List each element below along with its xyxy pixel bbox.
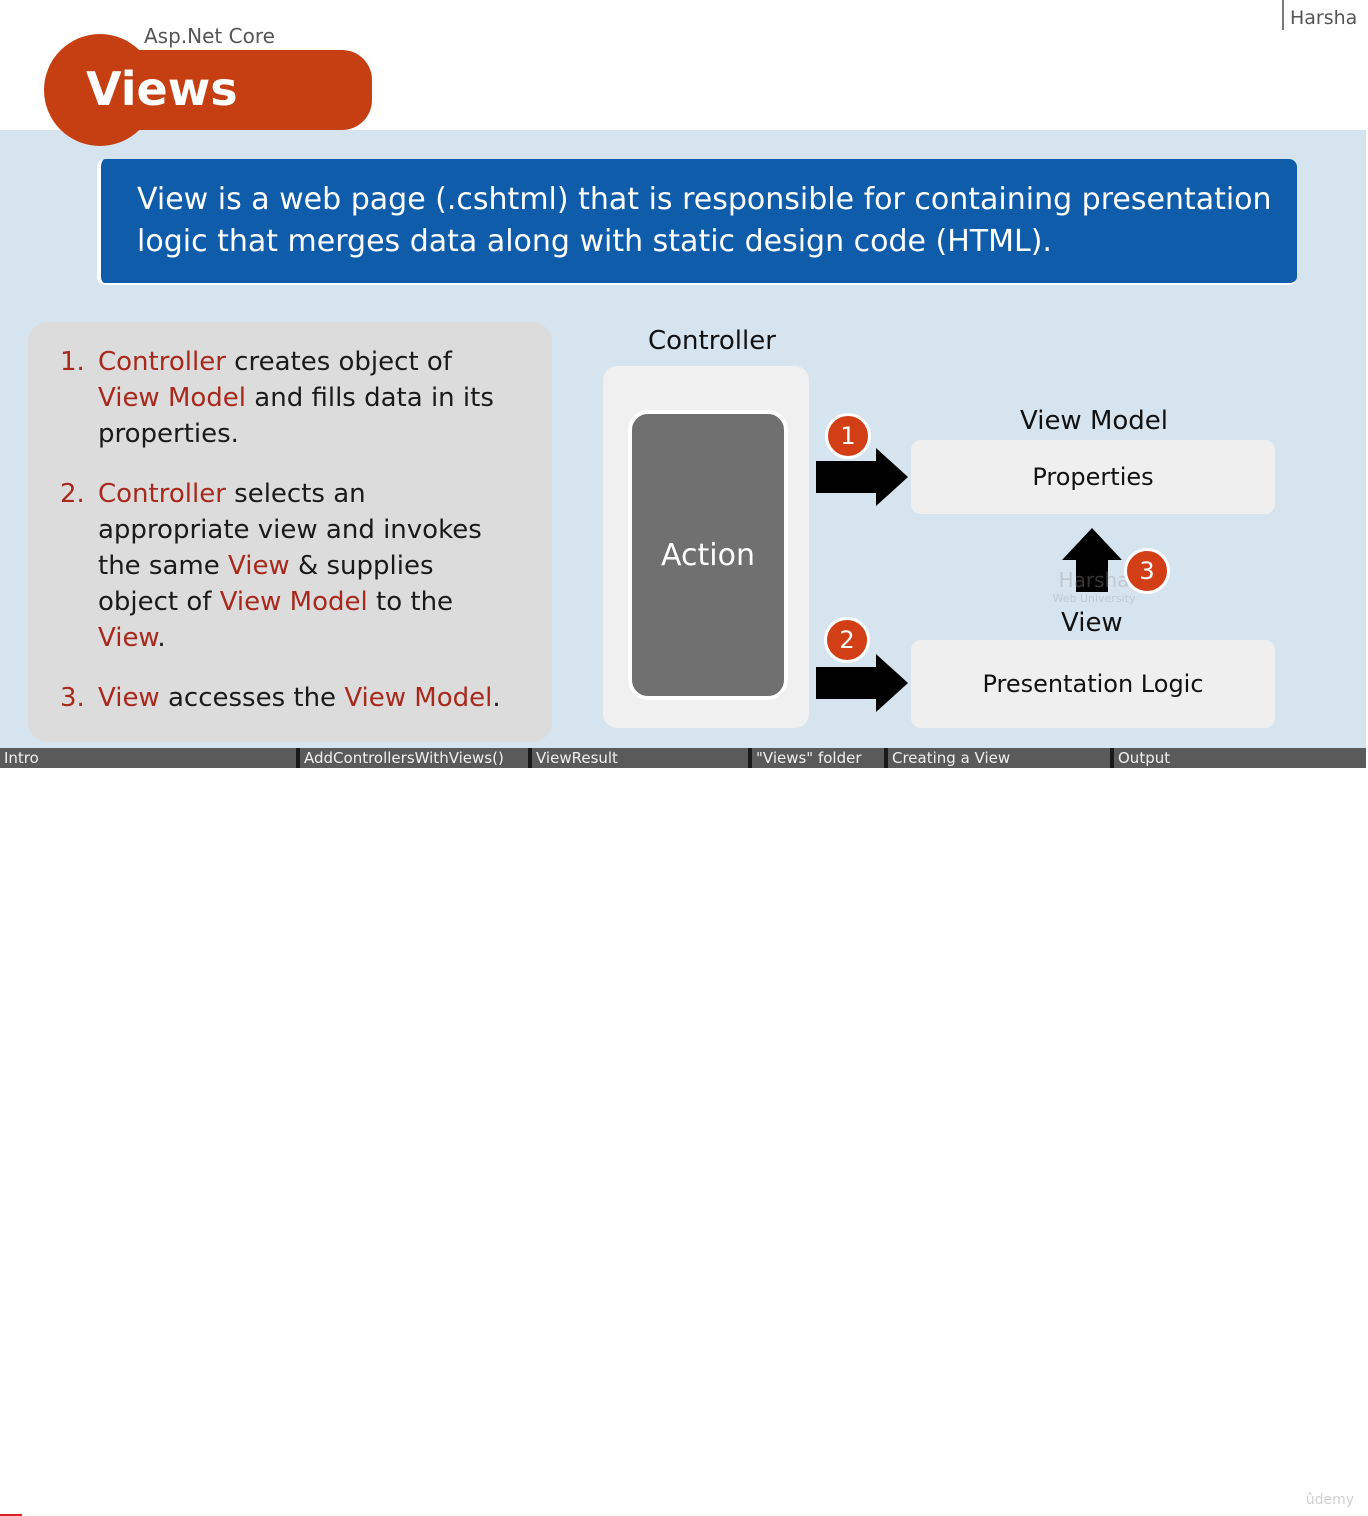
- step-number: 2.: [60, 479, 85, 509]
- controller-label: Controller: [648, 326, 776, 356]
- highlighted-term: Controller: [98, 479, 226, 509]
- definition-box: View is a web page (.cshtml) that is res…: [97, 159, 1297, 285]
- step-text: Controller selects an appropriate view a…: [98, 476, 518, 656]
- step-text: View accesses the View Model.: [98, 680, 518, 716]
- step-text-part: selects an appropriate view and invokes …: [98, 479, 482, 581]
- chapter-viewresult[interactable]: ViewResult: [528, 748, 748, 768]
- highlighted-term: View Model: [98, 383, 247, 413]
- arrow-up-icon: [1062, 528, 1122, 592]
- udemy-logo: ûdemy: [1305, 1492, 1354, 1508]
- chapter-creating-view[interactable]: Creating a View: [884, 748, 1110, 768]
- step-text: Controller creates object of View Model …: [98, 344, 518, 452]
- chapter-bar: Intro AddControllersWithViews() ViewResu…: [0, 748, 1366, 1516]
- arrow-right-icon: [816, 448, 908, 506]
- watermark-subtext: Web University: [1052, 592, 1136, 605]
- highlighted-term: View: [98, 683, 160, 713]
- title-pill-circle: [44, 34, 156, 146]
- presentation-logic-box: Presentation Logic: [911, 640, 1275, 728]
- step-text-part: and fills data in its properties.: [98, 383, 494, 449]
- action-box: Action: [628, 410, 788, 700]
- properties-box: Properties: [911, 440, 1275, 514]
- step-badge-1: 1: [825, 413, 871, 459]
- slide-title: Views: [86, 62, 238, 116]
- chapter-addcontrollers[interactable]: AddControllersWithViews(): [296, 748, 528, 768]
- view-model-label: View Model: [1020, 406, 1169, 436]
- step-text-part: .: [157, 623, 166, 653]
- slide: Harsha Asp.Net Core Views View is a web …: [0, 0, 1366, 748]
- step-text-part: .: [492, 683, 501, 713]
- step-number: 3.: [60, 683, 85, 713]
- step-text-part: accesses the: [159, 683, 345, 713]
- highlighted-term: View Model: [219, 587, 368, 617]
- chapter-views-folder[interactable]: "Views" folder: [748, 748, 884, 768]
- steps-panel: 1. Controller creates object of View Mod…: [28, 322, 552, 742]
- step-text-part: creates object of: [225, 347, 452, 377]
- chapter-output[interactable]: Output: [1110, 748, 1306, 768]
- step-badge-3: 3: [1124, 548, 1170, 594]
- chapter-intro[interactable]: Intro: [4, 749, 39, 767]
- highlighted-term: Controller: [98, 347, 226, 377]
- step-text-part: & supplies object of: [98, 551, 434, 617]
- watermark-logo: Harsha Web University: [1032, 568, 1156, 612]
- step-text-part: to the: [367, 587, 454, 617]
- highlighted-term: View: [228, 551, 290, 581]
- view-label: View: [1061, 608, 1123, 638]
- watermark-text: Harsha: [1058, 568, 1130, 592]
- highlighted-term: View: [98, 623, 158, 653]
- step-badge-2: 2: [824, 617, 870, 663]
- course-label: Asp.Net Core: [144, 24, 275, 48]
- author-label: Harsha: [1282, 0, 1366, 30]
- highlighted-term: View Model: [344, 683, 493, 713]
- arrow-right-icon: [816, 654, 908, 712]
- step-number: 1.: [60, 347, 85, 377]
